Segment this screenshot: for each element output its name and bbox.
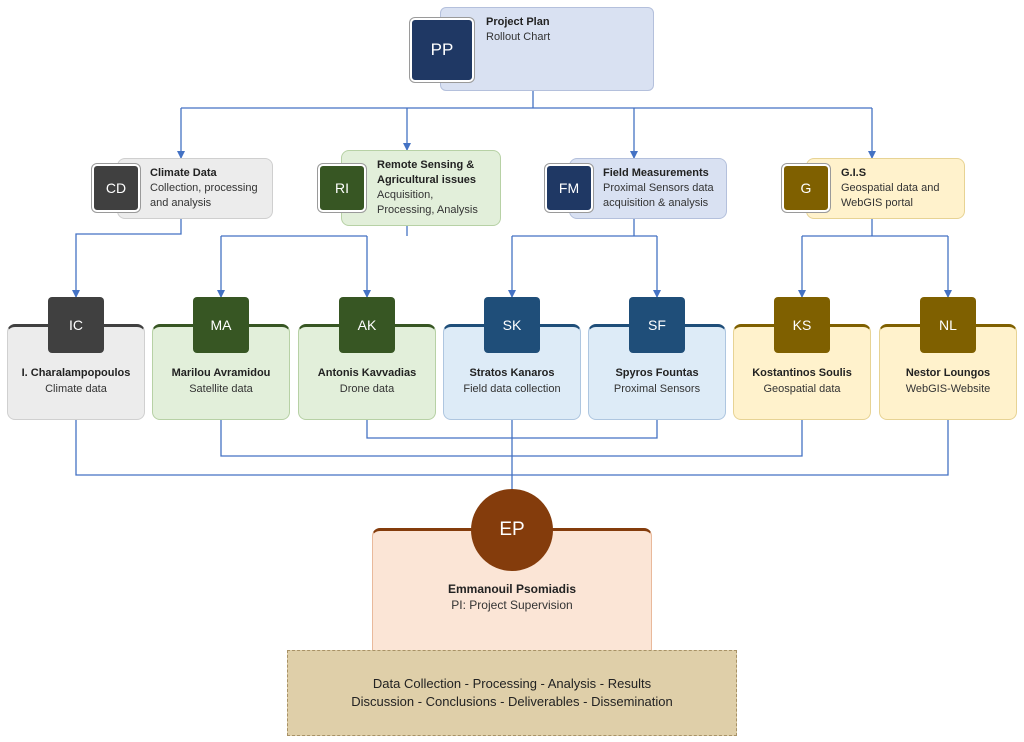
member-name-ma: Marilou Avramidou [171,367,271,379]
pi-role: PI: Project Supervision [451,598,573,612]
member-badge-ic: IC [48,297,104,353]
member-role-sf: Proximal Sensors [613,383,701,395]
root-node [440,7,654,91]
member-badge-ks: KS [774,297,830,353]
member-role-nl: WebGIS-Website [905,383,991,395]
root-initials-badge: PP [410,18,474,82]
member-badge-ak: AK [339,297,395,353]
member-role-ic: Climate data [45,383,107,395]
arrow-to-ic [72,219,182,298]
group-badge-cd: CD [92,164,140,212]
member-role-ak: Drone data [339,383,395,395]
group-line-g-2: WebGIS portal [841,197,913,209]
group-node-gis [806,158,965,219]
footer-line-2: Discussion - Conclusions - Deliverables … [351,694,673,709]
member-name-sk: Stratos Kanaros [469,367,555,379]
group-title-cd: Climate Data [150,167,217,179]
group-title-ri: Remote Sensing & [377,159,475,171]
group-line-ri-1: Acquisition, [377,189,434,201]
member-badge-nl: NL [920,297,976,353]
group-node-field-measurements [569,158,727,219]
root-title: Project Plan [486,16,550,28]
group-badge-fm: FM [545,164,593,212]
member-badge-ma: MA [193,297,249,353]
member-badge-sk: SK [484,297,540,353]
group-line-ri-2: Processing, Analysis [377,204,478,216]
pi-name: Emmanouil Psomiadis [447,582,577,596]
member-name-ak: Antonis Kavvadias [317,367,417,379]
member-role-ks: Geospatial data [763,383,841,395]
group-badge-g: G [782,164,830,212]
member-name-ks: Kostantinos Soulis [752,367,852,379]
group-line-fm-1: Proximal Sensors data [603,182,714,194]
root-subtitle: Rollout Chart [486,31,551,43]
member-badge-sf: SF [629,297,685,353]
group-line-g-1: Geospatial data and [841,182,940,194]
group-line-cd-1: Collection, processing [150,182,258,194]
member-name-nl: Nestor Loungos [905,367,991,379]
group-title-g: G.I.S [841,167,867,179]
pi-initials-badge: EP [471,489,553,571]
footer-line-1: Data Collection - Processing - Analysis … [372,676,652,691]
group-title-fm: Field Measurements [603,167,709,179]
member-name-ic: I. Charalampopoulos [21,367,131,379]
group-line-fm-2: acquisition & analysis [603,197,709,209]
pi-card: Emmanouil Psomiadis PI: Project Supervis… [372,528,652,658]
group-node-climate-data [117,158,273,219]
member-name-sf: Spyros Fountas [615,367,699,379]
member-role-ma: Satellite data [189,383,253,395]
member-role-sk: Field data collection [463,383,561,395]
group-title-ri-2: Agricultural issues [377,174,477,186]
group-node-remote-sensing [341,150,501,226]
group-line-cd-2: and analysis [150,197,212,209]
footer-summary-box [287,650,737,736]
group-badge-ri: RI [318,164,366,212]
